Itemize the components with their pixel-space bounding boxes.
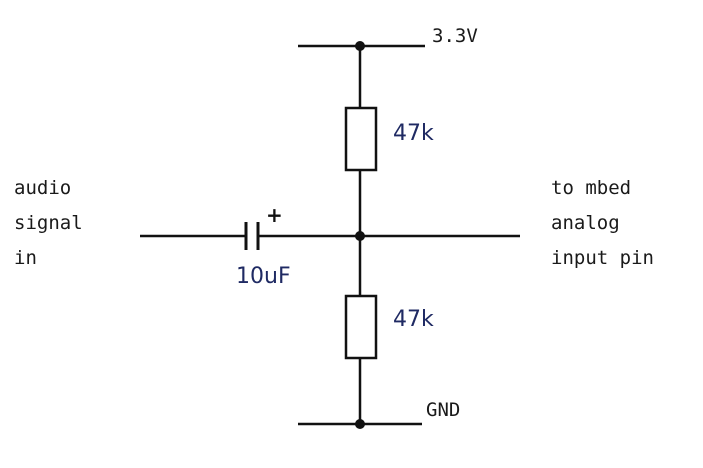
resistor-top-label: 47k bbox=[393, 121, 434, 146]
supply-label: 3.3V bbox=[432, 25, 478, 47]
capacitor-polarity: + bbox=[266, 203, 283, 227]
input-label-line-1: audio bbox=[14, 177, 71, 199]
resistor-top bbox=[344, 106, 378, 172]
input-label-line-3: in bbox=[14, 247, 37, 269]
ground-label: GND bbox=[426, 399, 460, 421]
output-label-line-3: input pin bbox=[551, 247, 654, 269]
ground-node-dot bbox=[355, 419, 365, 429]
input-label-line-2: signal bbox=[14, 212, 83, 234]
output-label-line-1: to mbed bbox=[551, 177, 631, 199]
resistor-bottom bbox=[344, 294, 378, 360]
capacitor-label: 10uF bbox=[236, 264, 291, 289]
resistor-bottom-label: 47k bbox=[393, 307, 434, 332]
output-label-line-2: analog bbox=[551, 212, 620, 234]
